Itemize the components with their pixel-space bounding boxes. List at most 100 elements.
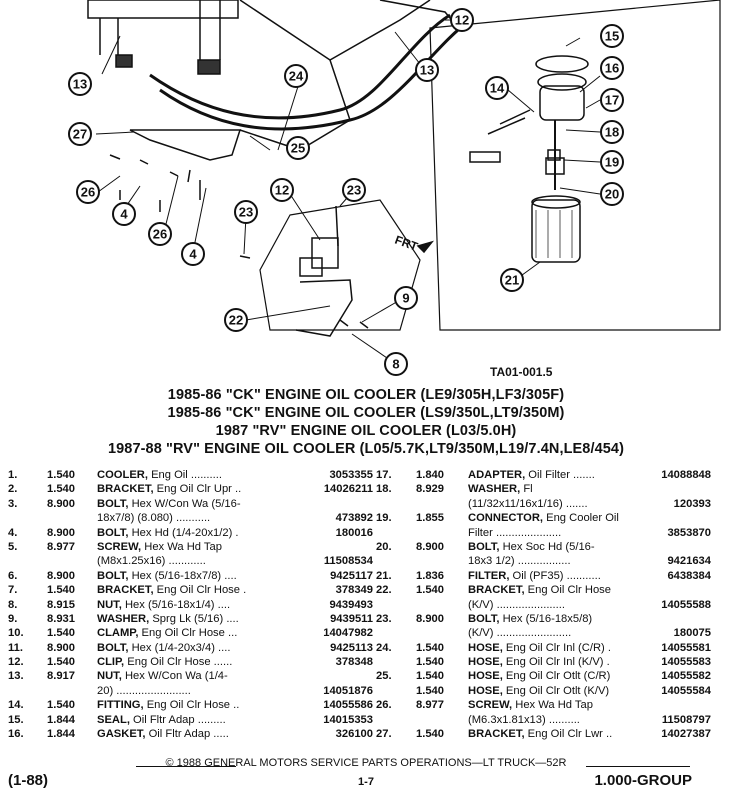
item-number: 11. (8, 641, 23, 654)
callout-18: 18 (600, 120, 624, 144)
part-description: BRACKET, Eng Oil Clr Upr .. (97, 482, 241, 496)
part-name: BOLT, (97, 641, 129, 654)
radiator-mount-left (115, 54, 133, 68)
callout-number: 14 (490, 81, 505, 96)
hose-bracket (295, 279, 353, 337)
part-detail: Hex W/Con Wa (1/4- (121, 670, 228, 683)
part-detail: 20) ........................ (97, 684, 191, 697)
item-number: 4. (8, 526, 18, 539)
part-name: BOLT, (97, 526, 129, 539)
group-code: 1.540 (416, 584, 444, 597)
callout-12: 12 (450, 8, 474, 32)
part-name: WASHER, (468, 483, 521, 496)
radiator-mount (197, 59, 221, 75)
adapter (539, 85, 585, 121)
part-number: 11508534 (323, 555, 373, 568)
part-name: NUT, (97, 598, 122, 611)
part-description: (11/32x11/16x1/16) ....... (468, 497, 588, 511)
part-name: BOLT, (97, 497, 129, 510)
part-detail: Hex (1/4-20x3/4) .... (128, 641, 231, 654)
part-number: 14026211 (323, 483, 373, 496)
gasket (537, 73, 587, 91)
callout-number: 15 (605, 29, 619, 44)
callout-26: 26 (76, 180, 100, 204)
callout-number: 23 (347, 183, 361, 198)
filter-ribs (535, 210, 573, 258)
part-description: BOLT, Hex W/Con Wa (5/16- (97, 497, 241, 511)
part-detail: (11/32x11/16x1/16) ....... (468, 497, 588, 510)
item-number: 24. (376, 641, 392, 654)
group-code: 1.540 (47, 656, 75, 669)
part-detail: Oil Fltr Adap ..... (145, 728, 229, 741)
item-number: 7. (8, 584, 18, 597)
part-description: SCREW, Hex Wa Hd Tap (468, 698, 593, 712)
part-detail: Hex (5/16-18x5/8) (499, 612, 593, 625)
item-number: 9. (8, 612, 18, 625)
part-description: BRACKET, Eng Oil Clr Lwr .. (468, 727, 612, 741)
part-description: BOLT, Hex (1/4-20x3/4) .... (97, 641, 230, 655)
group-code: 8.915 (47, 598, 75, 611)
fitting-lower (469, 151, 501, 163)
part-detail: Filter ..................... (468, 526, 562, 539)
part-detail: Hex Wa Hd Tap (141, 540, 222, 553)
clip-lower (299, 257, 323, 277)
part-row: Filter ..................... 3853870 (376, 526, 711, 540)
part-number: 9425117 (330, 569, 373, 582)
callout-19: 19 (600, 150, 624, 174)
section-titles: 1985-86 "CK" ENGINE OIL COOLER (LE9/305H… (0, 386, 732, 458)
part-description: COOLER, Eng Oil .......... (97, 468, 222, 482)
part-detail: Eng Oil Clr Lwr .. (524, 728, 613, 741)
part-detail: Fl (520, 483, 533, 496)
callout-number: 27 (73, 127, 87, 142)
group-code: 1.540 (47, 469, 75, 481)
callout-number: 12 (455, 13, 469, 28)
group-code: 8.900 (416, 540, 444, 553)
hose-upper (149, 13, 451, 120)
part-row: 18x7/8) (8.080) ...........473892 (8, 511, 373, 525)
part-number: 14055584 (661, 684, 711, 697)
part-number: 6438384 (667, 569, 711, 582)
part-detail: Eng Oil Clr Hose .. (143, 699, 240, 712)
group-code: 1.540 (416, 728, 444, 741)
callout-26: 26 (148, 222, 172, 246)
title-line-4: 1987-88 "RV" ENGINE OIL COOLER (L05/5.7K… (107, 441, 625, 457)
part-name: COOLER, (97, 469, 148, 481)
part-detail: (K/V) ...................... (468, 598, 565, 611)
part-description: FILTER, Oil (PF35) ........... (468, 569, 601, 583)
part-number: 14051876 (323, 684, 373, 697)
part-name: ADAPTER, (468, 469, 526, 481)
item-number: 15. (8, 713, 24, 726)
oil-filter-top (531, 195, 581, 209)
part-number: 378348 (335, 656, 373, 669)
callout-22: 22 (224, 308, 248, 332)
part-description: HOSE, Eng Oil Clr Otlt (C/R) (468, 669, 610, 683)
frame-lower (239, 59, 351, 151)
item-number: 19. (376, 512, 392, 525)
item-number: 6. (8, 569, 18, 582)
callout-number: 16 (605, 61, 619, 76)
part-name: SCREW, (468, 699, 513, 712)
seal (535, 55, 589, 73)
part-detail: Eng Cooler Oil (543, 512, 619, 525)
part-number: 3853870 (667, 526, 711, 539)
part-name: SEAL, (97, 713, 130, 726)
part-description: WASHER, Sprg Lk (5/16) .... (97, 612, 239, 626)
callout-number: 17 (605, 93, 619, 108)
item-number: 20. (376, 540, 392, 553)
footer-rule-right (586, 766, 690, 767)
part-detail: 18x7/8) (8.080) ........... (97, 512, 211, 525)
part-name: CLAMP, (97, 627, 139, 640)
part-row: (11/32x11/16x1/16) ....... 120393 (376, 497, 711, 511)
part-number: 120393 (673, 497, 711, 510)
